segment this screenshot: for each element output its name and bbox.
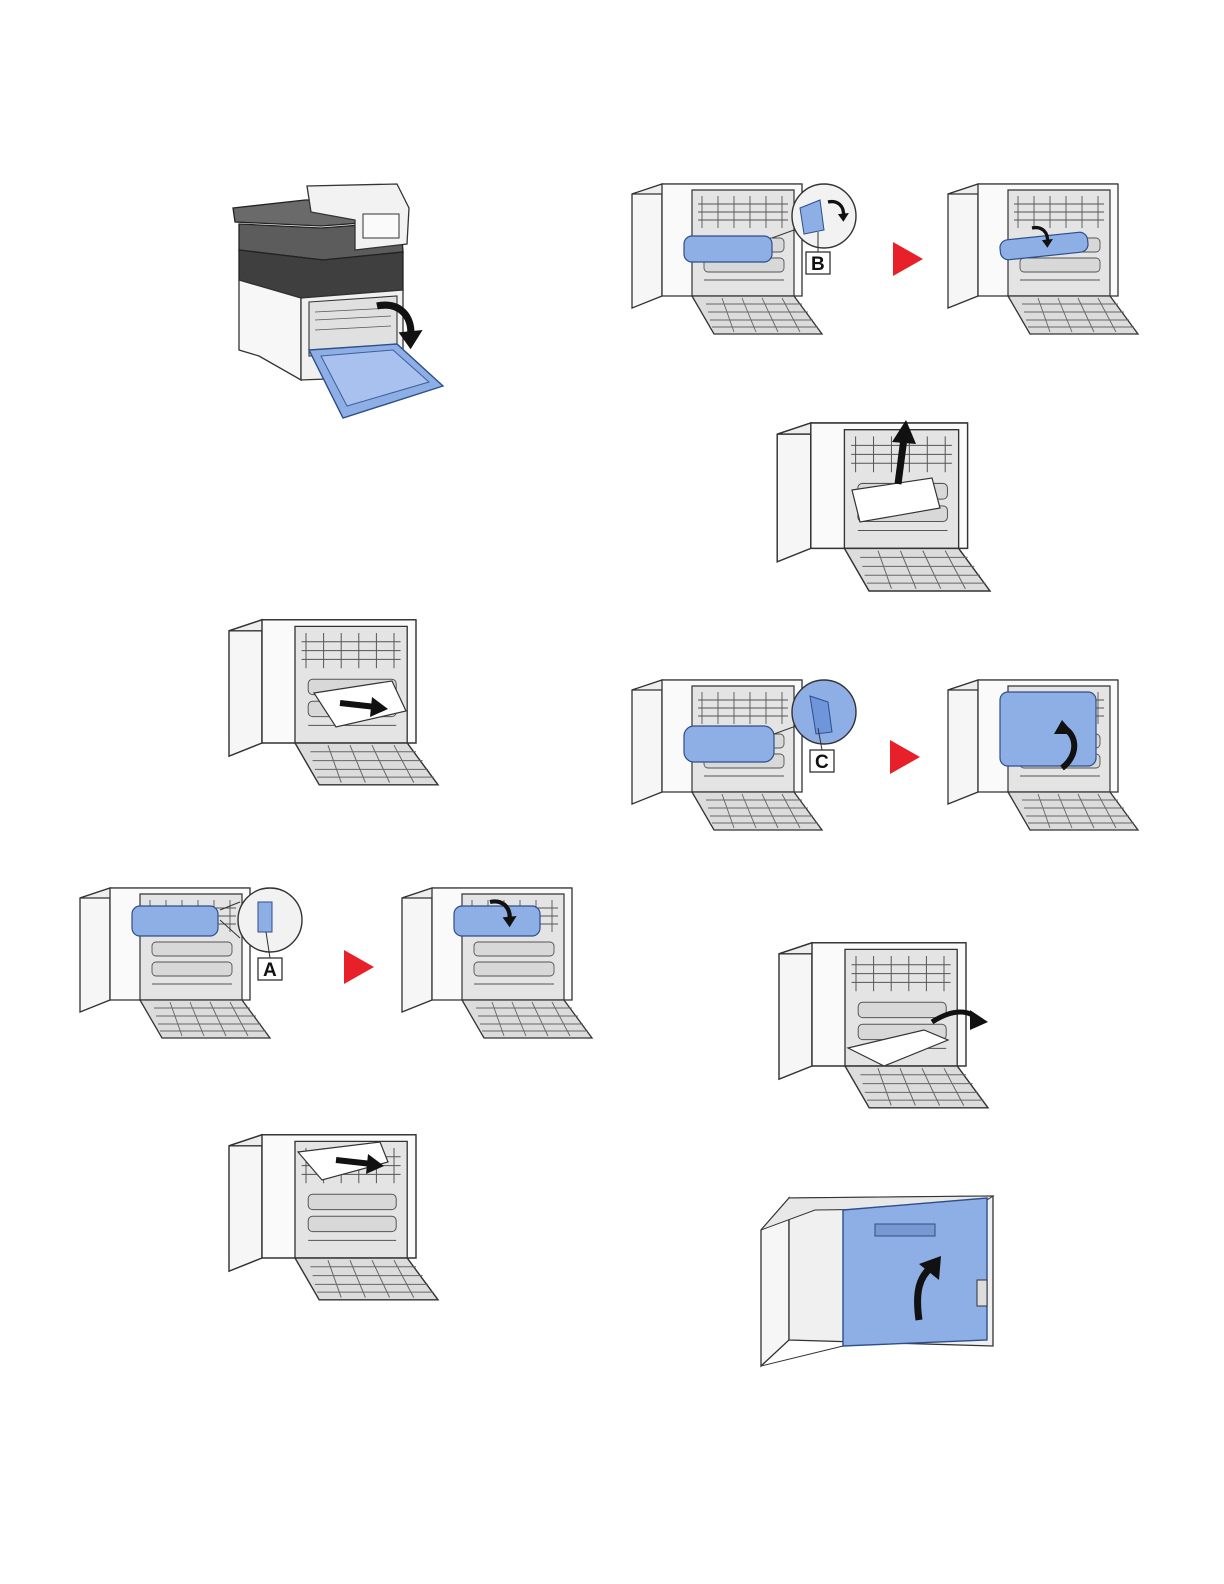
step-arrow-a bbox=[344, 950, 376, 984]
figure-lever-b: B bbox=[622, 176, 862, 336]
figure-pull-paper-out bbox=[764, 930, 1004, 1110]
rear-cover-close-icon bbox=[755, 1190, 1005, 1375]
figure-remove-paper-front bbox=[212, 607, 452, 787]
lever-c-detail-icon: C bbox=[622, 672, 862, 832]
figure-lever-c: C bbox=[622, 672, 862, 832]
printer-rear-cover-open-icon bbox=[225, 180, 455, 425]
lever-c-closed-icon bbox=[938, 672, 1138, 832]
figure-pull-paper-up bbox=[762, 410, 1002, 600]
step-arrow-icon bbox=[893, 242, 925, 276]
lever-a-rotated-icon bbox=[392, 880, 592, 1055]
paper-removal-icon bbox=[764, 930, 1004, 1110]
paper-removal-icon bbox=[762, 410, 1002, 600]
lever-a-detail-icon: A bbox=[70, 880, 300, 1055]
figure-lever-a: A bbox=[70, 880, 300, 1055]
step-arrow-icon bbox=[890, 740, 922, 774]
step-arrow-c bbox=[890, 740, 922, 774]
step-arrow-icon bbox=[344, 950, 376, 984]
lever-b-rotated-icon bbox=[938, 176, 1138, 336]
figure-lever-c-2 bbox=[938, 672, 1138, 832]
paper-removal-icon bbox=[212, 607, 452, 787]
callout-c: C bbox=[815, 752, 829, 773]
figure-open-rear-cover bbox=[225, 180, 455, 425]
callout-a: A bbox=[263, 960, 277, 981]
figure-pull-paper-top bbox=[212, 1122, 452, 1297]
figure-close-rear-cover bbox=[755, 1190, 1005, 1375]
lever-b-detail-icon: B bbox=[622, 176, 862, 336]
step-arrow-b bbox=[893, 242, 925, 276]
figure-lever-a-2 bbox=[392, 880, 592, 1055]
figure-lever-b-2 bbox=[938, 176, 1138, 336]
callout-b: B bbox=[811, 254, 825, 275]
paper-removal-icon bbox=[212, 1122, 452, 1297]
